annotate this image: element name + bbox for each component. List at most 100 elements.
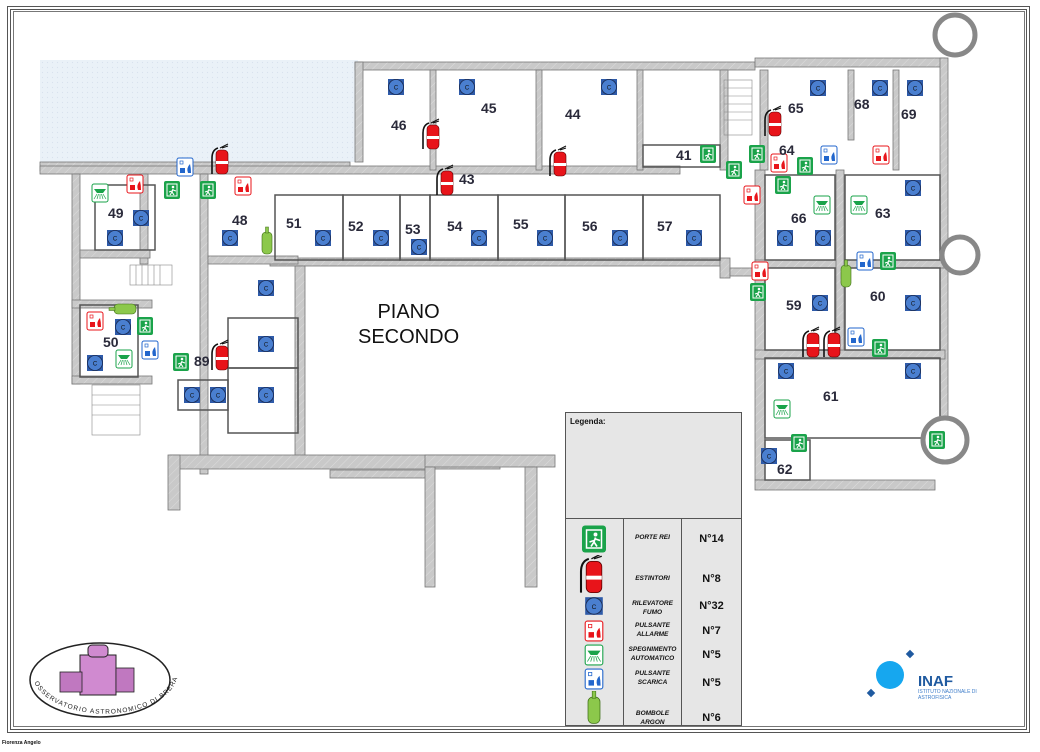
legend-row: PORTE REI N°14 bbox=[566, 521, 741, 557]
fire-extinguisher-icon bbox=[566, 552, 623, 600]
room-46: 46 bbox=[391, 117, 407, 133]
room-59: 59 bbox=[786, 297, 802, 313]
emergency-exit-icon bbox=[871, 338, 889, 358]
courtyard bbox=[40, 60, 358, 162]
walls bbox=[39, 57, 949, 588]
smoke-detector-icon bbox=[372, 229, 390, 247]
smoke-detector-icon bbox=[611, 229, 629, 247]
legend-count: N°7 bbox=[702, 625, 721, 637]
legend-count: N°8 bbox=[702, 573, 721, 585]
alarm-button-icon bbox=[872, 145, 890, 165]
room-62: 62 bbox=[777, 461, 793, 477]
smoke-detector-icon bbox=[685, 229, 703, 247]
smoke-detector-icon bbox=[760, 447, 778, 465]
room-56: 56 bbox=[582, 218, 598, 234]
smoke-detector-icon bbox=[257, 335, 275, 353]
smoke-detector-icon bbox=[114, 318, 132, 336]
room-60: 60 bbox=[870, 288, 886, 304]
legend-count: N°5 bbox=[702, 649, 721, 661]
legend-count: N°6 bbox=[702, 712, 721, 724]
inaf-logo-text: INAF bbox=[918, 673, 953, 690]
legend-row: ESTINTORI N°8 bbox=[566, 552, 741, 595]
room-43: 43 bbox=[459, 171, 475, 187]
legend-row: RILEVATORE FUMO N°32 bbox=[566, 595, 741, 617]
sprinkler-icon bbox=[813, 195, 831, 215]
emergency-exit-icon bbox=[725, 160, 743, 180]
brera-logo: OSSERVATORIO ASTRONOMICO DI BRERA bbox=[29, 642, 178, 718]
legend-label: PORTE REI bbox=[635, 534, 670, 541]
legend-heading: Legenda: bbox=[570, 417, 606, 426]
legend-label: SPEGNIMENTO AUTOMATICO bbox=[628, 646, 677, 662]
legend-count: N°14 bbox=[699, 533, 724, 545]
floor-title: PIANO SECONDO bbox=[358, 300, 459, 350]
room-44: 44 bbox=[565, 106, 581, 122]
fire-extinguisher-icon bbox=[211, 339, 229, 371]
smoke-detector-icon bbox=[470, 229, 488, 247]
emergency-exit-icon bbox=[928, 430, 946, 450]
room-49: 49 bbox=[108, 205, 124, 221]
discharge-button-icon bbox=[820, 145, 838, 165]
author-credit: Fiorenza Angelo bbox=[2, 740, 41, 746]
emergency-exit-icon bbox=[796, 156, 814, 176]
room-partitions bbox=[79, 144, 941, 481]
emergency-exit-icon bbox=[774, 175, 792, 195]
smoke-detector-icon bbox=[904, 294, 922, 312]
legend-label: RILEVATORE FUMO bbox=[632, 600, 673, 616]
smoke-detector-icon bbox=[221, 229, 239, 247]
smoke-detector-icon bbox=[86, 354, 104, 372]
stairs bbox=[91, 79, 753, 436]
legend-count: N°32 bbox=[699, 600, 724, 612]
argon-cylinder-icon bbox=[566, 690, 623, 730]
emergency-exit-icon bbox=[748, 144, 766, 164]
smoke-detector-icon bbox=[906, 79, 924, 97]
smoke-detector-icon bbox=[387, 78, 405, 96]
sprinkler-icon bbox=[115, 349, 133, 369]
smoke-detector-icon bbox=[257, 386, 275, 404]
smoke-detector-icon bbox=[183, 386, 201, 404]
room-50: 50 bbox=[103, 334, 119, 350]
smoke-detector-icon bbox=[904, 229, 922, 247]
smoke-detector-icon bbox=[814, 229, 832, 247]
smoke-detector-icon bbox=[904, 179, 922, 197]
room-61: 61 bbox=[823, 388, 839, 404]
room-41: 41 bbox=[676, 147, 692, 163]
smoke-detector-icon bbox=[809, 79, 827, 97]
alarm-button-icon bbox=[743, 185, 761, 205]
legend-divider bbox=[681, 518, 682, 726]
emergency-exit-icon bbox=[749, 282, 767, 302]
room-54: 54 bbox=[447, 218, 463, 234]
emergency-exit-icon bbox=[199, 180, 217, 200]
smoke-detector-icon bbox=[410, 238, 428, 256]
discharge-button-icon bbox=[856, 251, 874, 271]
smoke-detector-icon bbox=[257, 279, 275, 297]
room-45: 45 bbox=[481, 100, 497, 116]
smoke-detector-icon bbox=[777, 362, 795, 380]
room-69: 69 bbox=[901, 106, 917, 122]
smoke-detector-icon bbox=[871, 79, 889, 97]
discharge-button-icon bbox=[176, 157, 194, 177]
sprinkler-icon bbox=[773, 399, 791, 419]
smoke-detector-icon bbox=[776, 229, 794, 247]
smoke-detector-icon bbox=[904, 362, 922, 380]
room-65: 65 bbox=[788, 100, 804, 116]
room-55: 55 bbox=[513, 216, 529, 232]
floor-title-line2: SECONDO bbox=[358, 326, 460, 348]
room-51: 51 bbox=[286, 215, 302, 231]
legend: Legenda: PORTE REI N°14 ESTINTORI N°8 RI… bbox=[565, 412, 742, 726]
legend-count: N°5 bbox=[702, 677, 721, 689]
smoke-detector-icon bbox=[209, 386, 227, 404]
legend-label: PULSANTE SCARICA bbox=[634, 670, 671, 686]
legend-label: PULSANTE ALLARME bbox=[634, 622, 671, 638]
emergency-exit-icon bbox=[172, 352, 190, 372]
room-64: 64 bbox=[779, 142, 795, 158]
smoke-detector-icon bbox=[566, 595, 623, 622]
emergency-exit-icon bbox=[163, 180, 181, 200]
smoke-detector-icon bbox=[600, 78, 618, 96]
legend-row: PULSANTE SCARICA N°5 bbox=[566, 667, 741, 691]
room-89: 89 bbox=[194, 353, 210, 369]
emergency-exit-icon bbox=[136, 316, 154, 336]
smoke-detector-icon bbox=[106, 229, 124, 247]
smoke-detector-icon bbox=[458, 78, 476, 96]
emergency-exit-icon bbox=[790, 433, 808, 453]
smoke-detector-icon bbox=[536, 229, 554, 247]
